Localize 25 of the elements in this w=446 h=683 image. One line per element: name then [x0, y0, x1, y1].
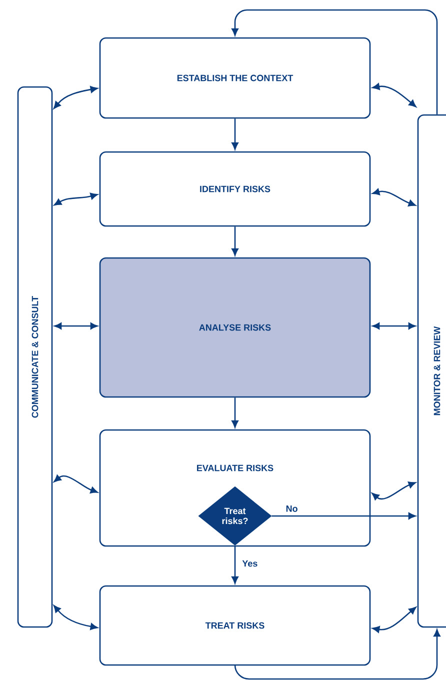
- edge-label: No: [284, 504, 300, 514]
- arrow: [54, 192, 98, 206]
- arrow: [232, 398, 238, 428]
- process-box: TREAT RISKS: [99, 585, 371, 666]
- arrow: [372, 83, 416, 108]
- arrow: [372, 606, 416, 633]
- arrow: [234, 629, 440, 680]
- arrow: [54, 322, 98, 330]
- arrow: [54, 474, 98, 494]
- arrow: [372, 482, 416, 500]
- arrow: [232, 118, 238, 150]
- arrow: [232, 9, 438, 114]
- side-bar: COMMUNICATE & CONSULT: [17, 86, 53, 628]
- process-box: IDENTIFY RISKS: [99, 151, 371, 227]
- arrow: [372, 188, 416, 206]
- arrow: [232, 546, 238, 584]
- side-bar: MONITOR & REVIEW: [417, 114, 446, 628]
- arrow: [53, 86, 98, 109]
- process-box: ESTABLISH THE CONTEXT: [99, 37, 371, 119]
- arrow: [232, 226, 238, 256]
- edge-label: Yes: [240, 558, 260, 568]
- arrow: [53, 605, 98, 630]
- process-box: ANALYSE RISKS: [99, 257, 371, 398]
- arrow: [372, 322, 416, 330]
- arrow: [272, 512, 416, 520]
